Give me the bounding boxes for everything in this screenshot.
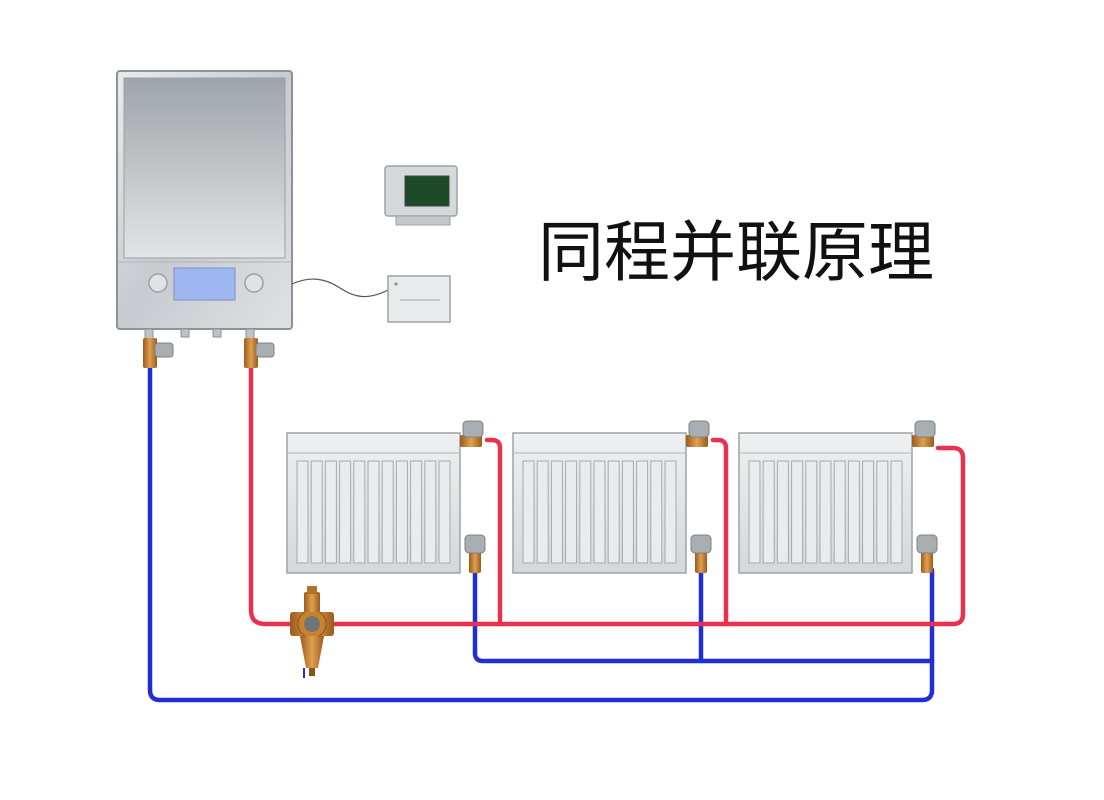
radiator-fin	[395, 460, 408, 564]
boiler-knob-right-icon	[244, 273, 264, 293]
radiator-3	[738, 420, 938, 574]
radiator-fin	[565, 460, 578, 564]
radiator-fin	[819, 460, 832, 564]
wall-hung-boiler	[116, 70, 293, 340]
radiator-1	[286, 420, 486, 574]
radiator-return-valve-icon	[464, 534, 486, 573]
radiator-fin	[876, 460, 889, 564]
radiator-fin	[593, 460, 606, 564]
radiator-fin	[536, 460, 549, 564]
radiator-fin	[636, 460, 649, 564]
radiator-fin	[310, 460, 323, 564]
radiator-fin	[339, 460, 352, 564]
radiator-fin	[550, 460, 563, 564]
radiator-fin	[748, 460, 761, 564]
radiator-supply-valve-icon	[686, 420, 710, 447]
receiver-cable	[291, 278, 389, 298]
radiator-return-valve-icon	[916, 534, 938, 573]
y-filter	[290, 586, 334, 678]
radiator-2	[512, 420, 712, 574]
radiator-fin	[621, 460, 634, 564]
radiator-fin	[367, 460, 380, 564]
radiator-fin	[664, 460, 677, 564]
radiator-fin	[805, 460, 818, 564]
return-pipe	[147, 362, 935, 703]
boiler-display	[173, 267, 236, 301]
radiator-fin	[650, 460, 663, 564]
radiator-fin	[353, 460, 366, 564]
radiator-fin	[607, 460, 620, 564]
radiator-supply-valve-icon	[460, 420, 484, 447]
radiator-fin	[381, 460, 394, 564]
boiler-return-valve-icon	[143, 338, 174, 368]
room-thermostat	[384, 165, 458, 226]
radiator-fin	[862, 460, 875, 564]
supply-pipe	[248, 362, 966, 627]
radiator-fin	[410, 460, 423, 564]
radiator-return-valve-icon	[690, 534, 712, 573]
radiator-fin	[890, 460, 903, 564]
diagram-title: 同程并联原理	[538, 214, 934, 291]
wireless-receiver	[387, 275, 451, 323]
thermostat-screen	[404, 175, 450, 207]
radiator-fin	[424, 460, 437, 564]
radiator-fin	[579, 460, 592, 564]
radiator-fin	[522, 460, 535, 564]
radiator-fin	[833, 460, 846, 564]
radiator-fin	[762, 460, 775, 564]
radiator-fin	[438, 460, 451, 564]
radiator-fin	[847, 460, 860, 564]
radiator-fin	[791, 460, 804, 564]
boiler-knob-left-icon	[148, 273, 168, 293]
radiator-supply-valve-icon	[912, 420, 936, 447]
radiator-fin	[324, 460, 337, 564]
boiler-supply-valve-icon	[244, 338, 275, 368]
radiator-fin	[776, 460, 789, 564]
radiator-fin	[296, 460, 309, 564]
